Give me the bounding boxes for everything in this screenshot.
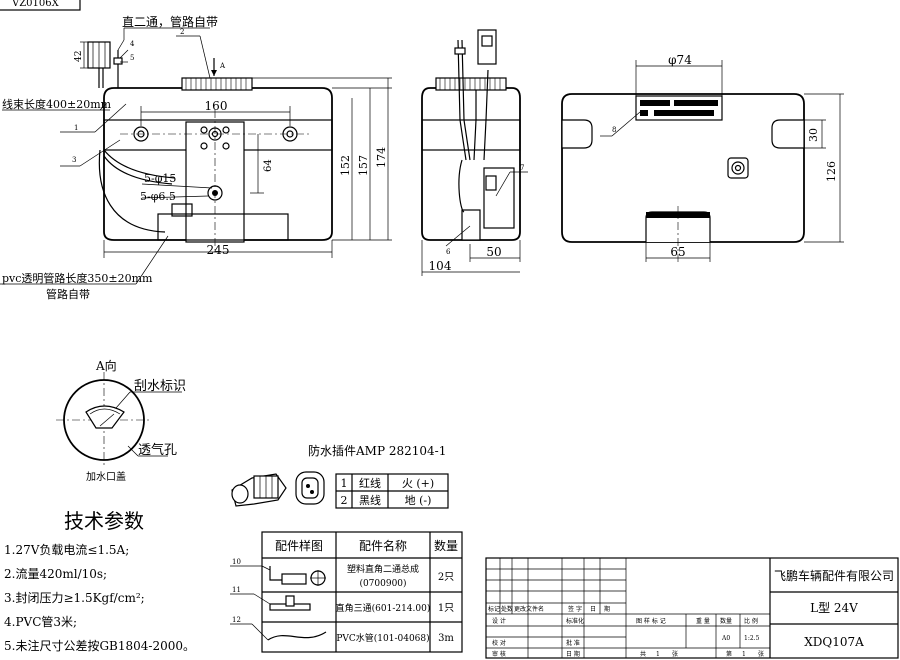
dim-152: 152 <box>339 155 352 176</box>
dim-126: 126 <box>825 161 838 182</box>
tb-weight-label: 重 量 <box>696 617 710 625</box>
pvc-length-note: pvc透明管路长度350±20mm <box>2 271 153 285</box>
tb-check: 校 对 <box>492 639 506 647</box>
label-filler-cap: 加水口盖 <box>86 470 126 483</box>
tech-item-1: 1.27V负载电流≤1.5A; <box>4 543 129 557</box>
connector-row1-wire: 红线 <box>359 476 381 490</box>
dim-30: 30 <box>807 128 820 142</box>
tb-approve: 批 准 <box>566 639 580 647</box>
callout-12: 12 <box>232 616 241 624</box>
drawing-code: VZ0106X <box>11 0 60 9</box>
callout-5: 5 <box>130 54 134 62</box>
tb-company: 飞鹏车辆配件有限公司 <box>774 568 894 583</box>
pvc-note: 管路自带 <box>46 287 90 301</box>
parts-header-image: 配件样图 <box>275 538 323 553</box>
drawing-code-box <box>0 0 81 11</box>
parts-header-name: 配件名称 <box>359 538 407 553</box>
detail-a-view: A向 刮水标识 透气孔 加水口盖 <box>56 358 186 483</box>
connector-row1-no: 1 <box>341 477 348 490</box>
tech-item-2: 2.流量420ml/10s; <box>4 567 107 581</box>
dim-5-phi6.5: 5-φ6.5 <box>140 190 176 203</box>
connector-section: 防水插件AMP 282104-1 1 红线 火 (+) 2 黑线 地 (-) <box>231 443 449 509</box>
tb-rev-date: 日 <box>590 606 596 613</box>
tb-model: L型 24V <box>810 601 858 615</box>
tb-design: 设 计 <box>492 617 506 625</box>
parts-row2-name: 直角三通(601-214.00) <box>336 602 431 614</box>
dim-157: 157 <box>357 155 370 176</box>
tb-rev-mark: 标记 <box>488 605 500 613</box>
tech-title: 技术参数 <box>64 509 144 533</box>
parts-header-qty: 数量 <box>434 538 458 553</box>
dim-phi74: φ74 <box>668 53 692 67</box>
parts-row3-name: PVC水管(101-04068) <box>336 632 429 644</box>
top-view: φ74 8 30 126 65 <box>561 53 844 262</box>
tb-scale: 1:2.5 <box>744 635 760 642</box>
tech-item-5: 5.未注尺寸公差按GB1804-2000。 <box>4 638 195 653</box>
dim-245: 245 <box>207 243 230 257</box>
tb-total-label: 共 <box>640 650 646 658</box>
label-vent-hole: 透气孔 <box>138 442 177 458</box>
callout-4: 4 <box>130 40 135 48</box>
tb-page-n: 1 <box>742 651 746 658</box>
tb-rev-date2: 期 <box>604 605 610 613</box>
parts-row2-qty: 1只 <box>438 603 454 614</box>
front-view: 42 160 64 245 152 157 174 5-φ15 5-φ6.5 直… <box>0 14 392 301</box>
dim-5-phi15: 5-φ15 <box>144 172 176 185</box>
harness-length-note: 线束长度400±20mm <box>2 97 112 111</box>
dim-160: 160 <box>205 99 228 113</box>
tb-sheet-label: 张 <box>672 650 678 658</box>
parts-row1-qty: 2只 <box>438 572 454 583</box>
tb-rev-sign: 签 <box>568 605 574 613</box>
tb-review: 审 核 <box>492 650 506 658</box>
tb-rev-file: 更改文件名 <box>514 605 544 613</box>
callout-8: 8 <box>612 126 616 134</box>
dim-64: 64 <box>263 159 274 172</box>
tb-page-unit: 张 <box>758 650 764 658</box>
tb-stage-value: A0 <box>721 635 730 642</box>
section-marker-a: A <box>219 62 226 70</box>
tech-item-3: 3.封闭压力≥1.5Kgf/cm²; <box>4 591 145 605</box>
note-connector: 直二通，管路自带 <box>122 14 218 29</box>
connector-row2-wire: 黑线 <box>359 493 381 507</box>
tb-date: 日 期 <box>566 650 580 658</box>
tb-rev-count: 处数 <box>501 605 513 613</box>
dim-65: 65 <box>670 245 685 259</box>
dim-104: 104 <box>429 259 452 273</box>
tb-stage-label: 图 样 标 记 <box>636 617 666 625</box>
tb-standard: 标准化 <box>566 617 584 625</box>
tech-item-4: 4.PVC管3米; <box>4 614 77 629</box>
tb-count-label: 数量 <box>720 617 732 625</box>
side-view: 6 7 50 104 <box>421 29 528 276</box>
callout-6: 6 <box>446 248 451 256</box>
dim-42: 42 <box>74 51 84 62</box>
connector-row2-func: 地 (-) <box>405 494 432 507</box>
connector-row2-no: 2 <box>341 494 348 507</box>
dim-174: 174 <box>375 147 388 168</box>
callout-7: 7 <box>520 164 524 172</box>
parts-table: 配件样图 配件名称 数量 塑料直角二通总成 (0700900) 2只 直角三通(… <box>230 531 463 653</box>
parts-row3-qty: 3m <box>438 633 454 644</box>
detail-a-title: A向 <box>95 358 117 373</box>
callout-3: 3 <box>72 156 76 164</box>
connector-row1-func: 火 (+) <box>402 477 434 490</box>
parts-row1-code: (0700900) <box>359 578 406 589</box>
label-wiper-mark: 刮水标识 <box>134 379 186 394</box>
tb-rev-sign2: 字 <box>576 605 582 613</box>
technical-parameters: 技术参数 1.27V负载电流≤1.5A; 2.流量420ml/10s; 3.封闭… <box>4 509 195 653</box>
tb-ratio-label: 比 例 <box>744 617 758 625</box>
tb-total-n: 1 <box>656 651 660 658</box>
title-block: 标记 处数 更改文件名 签 字 日 期 设 计 标准化 校 对 批 准 审 核 … <box>485 557 899 659</box>
connector-title: 防水插件AMP 282104-1 <box>308 443 446 458</box>
callout-1: 1 <box>74 124 78 132</box>
callout-10: 10 <box>232 558 241 566</box>
tb-page-label: 第 <box>726 650 732 658</box>
parts-row1-name: 塑料直角二通总成 <box>347 563 419 575</box>
tb-drawing-no: XDQ107A <box>804 635 864 649</box>
dim-50: 50 <box>486 245 501 259</box>
callout-11: 11 <box>232 586 241 594</box>
callout-2: 2 <box>180 28 184 36</box>
